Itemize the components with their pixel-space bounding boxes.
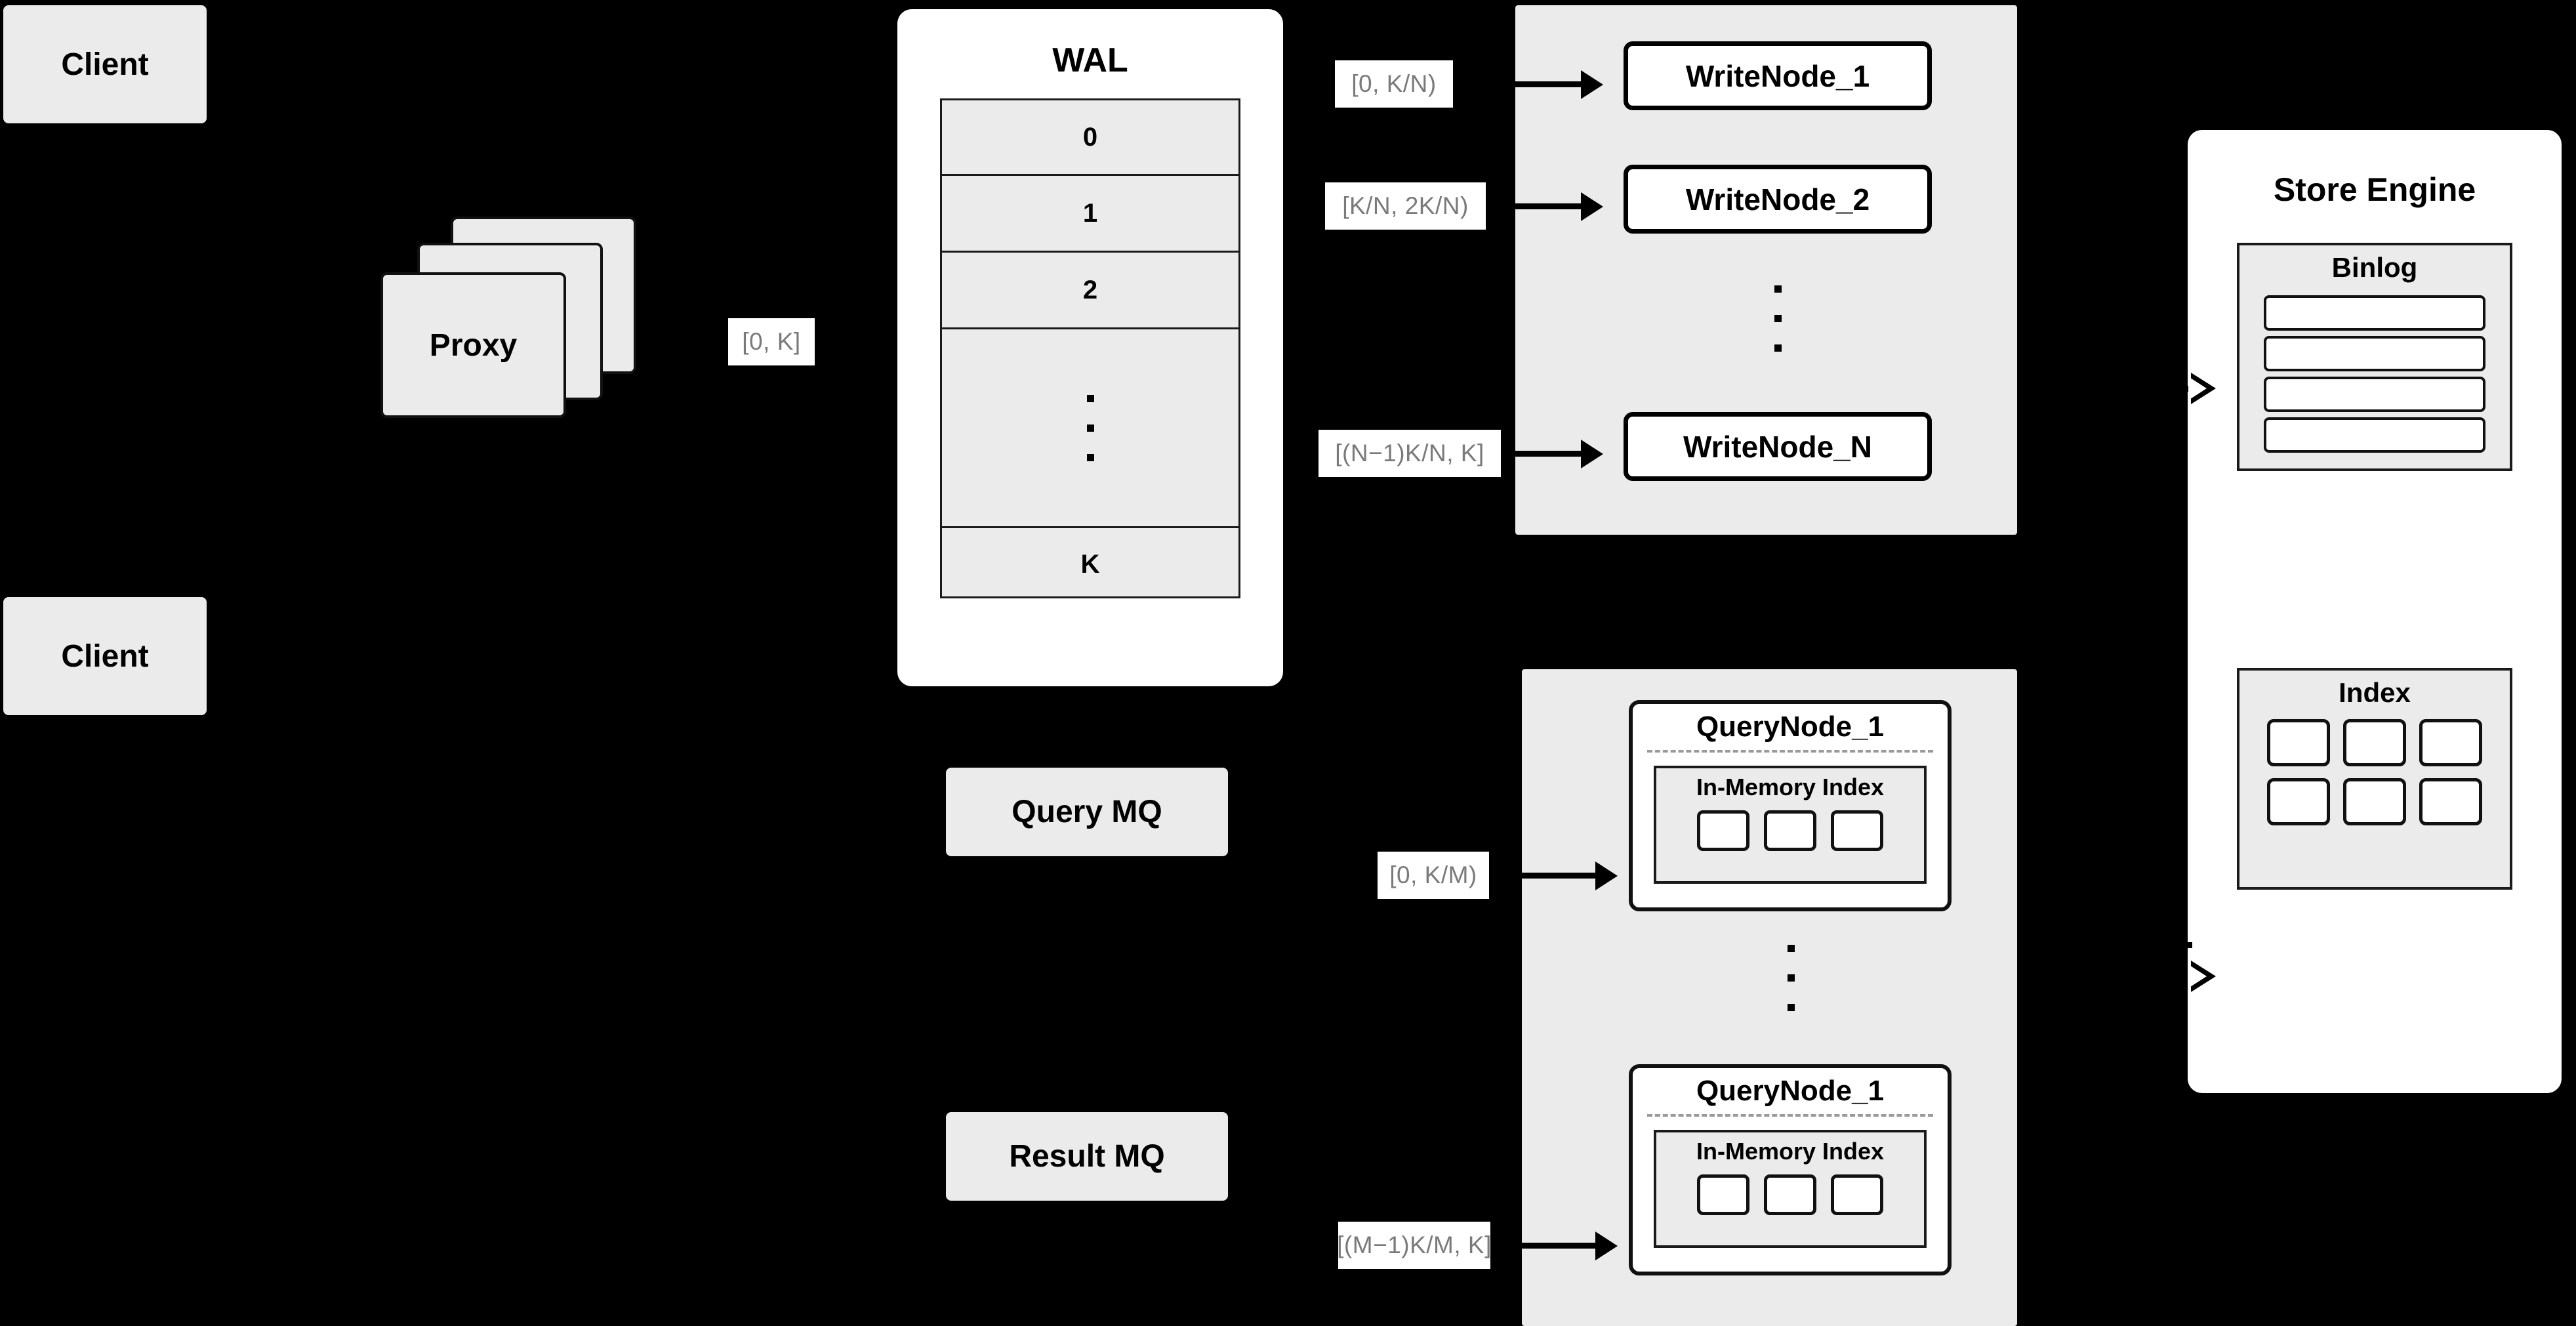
binlog-bar[interactable] xyxy=(2264,295,2485,331)
write-node-2[interactable]: WriteNode_2 xyxy=(1624,165,1932,234)
result-mq-box[interactable]: Result MQ xyxy=(946,1112,1228,1201)
query-node-1-title: QueryNode_1 xyxy=(1696,711,1885,743)
query-node-1-divider xyxy=(1647,750,1933,753)
index-cell[interactable] xyxy=(1831,1174,1883,1215)
index-grid-row xyxy=(2267,778,2482,825)
query-node-1-arrow-head xyxy=(1595,861,1618,890)
index-arrow-line xyxy=(2152,942,2192,948)
wal-row[interactable]: 0 xyxy=(942,100,1238,176)
query-node-1-range-label: [0, K/M) xyxy=(1378,852,1489,899)
binlog-bar[interactable] xyxy=(2264,336,2485,371)
wal-row[interactable]: 1 xyxy=(942,176,1238,253)
query-node-2-arrow-line xyxy=(1497,1243,1595,1249)
write-node-2-arrow-head xyxy=(1581,192,1603,221)
write-node-n[interactable]: WriteNode_N xyxy=(1624,412,1932,481)
proxy-stack-layer-1[interactable]: Proxy xyxy=(380,272,566,418)
client-label-1: Client xyxy=(61,47,149,82)
index-grid-cell[interactable] xyxy=(2419,778,2482,825)
binlog-bar[interactable] xyxy=(2264,377,2485,412)
index-title: Index xyxy=(2339,677,2411,708)
index-cell[interactable] xyxy=(1764,1174,1816,1215)
wal-row[interactable]: 2 xyxy=(942,253,1238,329)
binlog-title: Binlog xyxy=(2331,252,2418,283)
binlog-arrow-head xyxy=(2188,373,2216,404)
query-node-2-arrow-head xyxy=(1595,1232,1618,1260)
query-node-1[interactable]: QueryNode_1 In-Memory Index xyxy=(1629,700,1952,911)
query-node-2-divider xyxy=(1647,1114,1933,1117)
write-node-1[interactable]: WriteNode_1 xyxy=(1624,41,1932,110)
index-grid-cell[interactable] xyxy=(2267,719,2330,766)
wal-row[interactable]: K xyxy=(1080,549,1100,579)
query-node-1-index-title: In-Memory Index xyxy=(1696,774,1885,800)
index-panel: Index xyxy=(2237,668,2512,890)
result-mq-label: Result MQ xyxy=(1009,1139,1165,1174)
index-grid-cell[interactable] xyxy=(2267,778,2330,825)
store-engine-panel: Store Engine Binlog Index xyxy=(2188,130,2562,1093)
query-node-2-index-title: In-Memory Index xyxy=(1696,1138,1885,1165)
write-node-1-arrow-head xyxy=(1581,70,1603,99)
binlog-arrow-line xyxy=(2152,386,2192,392)
client-box-1[interactable]: Client xyxy=(3,5,207,123)
write-node-n-arrow-line xyxy=(1501,451,1581,457)
index-grid-cell[interactable] xyxy=(2419,719,2482,766)
query-node-1-arrow-line xyxy=(1496,873,1595,879)
store-engine-title: Store Engine xyxy=(2273,171,2476,208)
client-box-2[interactable]: Client xyxy=(3,597,207,715)
write-node-2-range-label: [K/N, 2K/N) xyxy=(1325,182,1486,230)
query-node-2-in-memory-index: In-Memory Index xyxy=(1654,1130,1927,1248)
write-node-ellipsis xyxy=(1748,271,1807,366)
wal-row-ellipsis xyxy=(942,329,1238,528)
write-node-2-arrow-line xyxy=(1488,203,1581,209)
query-node-ellipsis xyxy=(1761,928,1820,1027)
query-node-2[interactable]: QueryNode_1 In-Memory Index xyxy=(1629,1064,1952,1275)
query-node-1-in-memory-index: In-Memory Index xyxy=(1654,766,1927,884)
binlog-panel: Binlog xyxy=(2237,243,2512,471)
query-node-2-index-cells xyxy=(1656,1174,1924,1215)
index-grid-row xyxy=(2267,719,2482,766)
query-mq-box[interactable]: Query MQ xyxy=(946,768,1228,856)
wal-title: WAL xyxy=(1052,41,1128,79)
query-mq-label: Query MQ xyxy=(1012,795,1162,829)
query-node-2-title: QueryNode_1 xyxy=(1696,1075,1885,1107)
proxy-label: Proxy xyxy=(429,327,518,363)
binlog-bar[interactable] xyxy=(2264,417,2485,453)
write-node-n-arrow-head xyxy=(1581,440,1603,468)
query-node-2-range-label: [(M−1)K/M, K] xyxy=(1337,1222,1491,1269)
index-cell[interactable] xyxy=(1697,1174,1749,1215)
write-node-n-range-label: [(N−1)K/N, K] xyxy=(1319,430,1501,477)
index-arrow-head xyxy=(2188,961,2216,992)
query-node-1-index-cells xyxy=(1656,810,1924,851)
query-node-cluster: QueryNode_1 In-Memory Index QueryNode_1 … xyxy=(1522,669,2017,1326)
index-grid xyxy=(2239,719,2510,825)
wal-panel: WAL 0 1 2 K xyxy=(897,9,1283,686)
index-grid-cell[interactable] xyxy=(2343,778,2406,825)
proxy-stack[interactable]: Proxy xyxy=(380,217,669,433)
index-grid-cell[interactable] xyxy=(2343,719,2406,766)
index-cell[interactable] xyxy=(1764,810,1816,851)
index-cell[interactable] xyxy=(1831,810,1883,851)
wal-table: 0 1 2 K xyxy=(940,98,1240,598)
index-cell[interactable] xyxy=(1697,810,1749,851)
proxy-range-label: [0, K] xyxy=(728,318,815,365)
write-node-1-range-label: [0, K/N) xyxy=(1335,60,1453,108)
write-node-1-arrow-line xyxy=(1463,81,1581,87)
client-label-2: Client xyxy=(61,638,149,674)
